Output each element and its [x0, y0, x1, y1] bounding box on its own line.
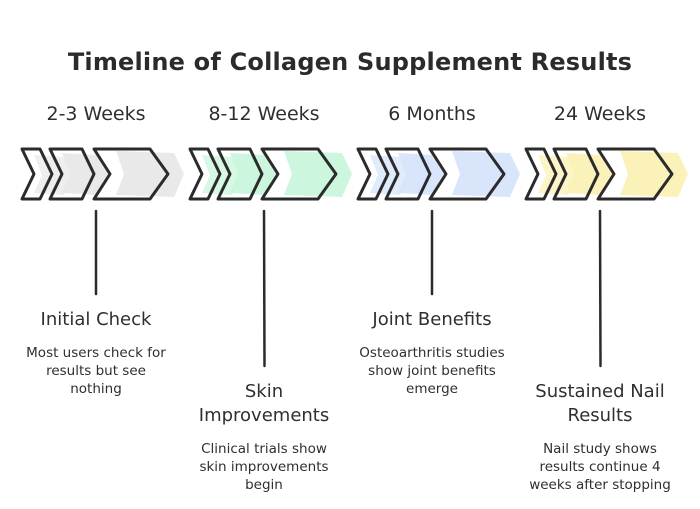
stage-2-chevron-3: [260, 147, 338, 201]
stage-1-heading: Initial Check: [40, 309, 152, 330]
stage-3-description: Osteoarthritis studies show joint benefi…: [359, 345, 505, 397]
stage-1-description: Most users check for results but see not…: [26, 345, 166, 397]
stage-3-heading: Joint Benefits: [372, 309, 492, 330]
stage-2-fill: [284, 151, 352, 197]
stage-3-chevron-2: [384, 147, 432, 201]
stage-4-fill: [620, 151, 688, 197]
stage-4-description: Nail study shows results continue 4 week…: [529, 441, 671, 493]
stage-1-chevron-1: [20, 147, 54, 201]
stage-4-connector: [598, 209, 602, 368]
stage-2-chevron-1: [188, 147, 222, 201]
stage-1-fill: [116, 151, 184, 197]
stage-4-period: 24 Weeks: [553, 103, 647, 125]
stage-2-chevrons: [188, 147, 352, 201]
stage-2-period: 8-12 Weeks: [208, 103, 320, 125]
stage-2-connector: [262, 209, 266, 368]
stage-3-fill: [398, 153, 444, 195]
stage-3-chevrons: [356, 147, 520, 201]
stage-1-chevron-2: [48, 147, 96, 201]
stage-2-fill: [230, 153, 276, 195]
stage-2-chevron-2: [216, 147, 264, 201]
stage-4-chevron-2: [552, 147, 600, 201]
stage-3-period: 6 Months: [388, 103, 476, 125]
stage-4-chevron-1: [524, 147, 558, 201]
stage-3-chevron-1: [356, 147, 390, 201]
stage-1-chevrons: [20, 147, 184, 201]
stage-3-fill: [370, 155, 410, 195]
stage-3-fill: [452, 151, 520, 197]
stage-4-chevron-3: [596, 147, 674, 201]
stage-2-description: Clinical trials show skin improvements b…: [199, 441, 329, 493]
stage-1-fill: [34, 155, 74, 195]
stage-4-fill: [566, 153, 612, 195]
stage-4-fill: [538, 155, 578, 195]
stage-2-heading: Skin Improvements: [198, 381, 330, 426]
stage-2-fill: [202, 155, 242, 195]
stage-1-period: 2-3 Weeks: [46, 103, 146, 125]
diagram-title: Timeline of Collagen Supplement Results: [67, 48, 633, 76]
stage-1-chevron-3: [92, 147, 170, 201]
stage-4-chevrons: [524, 147, 688, 201]
stage-4-heading: Sustained Nail Results: [535, 381, 665, 426]
stage-3-chevron-3: [428, 147, 506, 201]
stage-1-fill: [62, 153, 108, 195]
